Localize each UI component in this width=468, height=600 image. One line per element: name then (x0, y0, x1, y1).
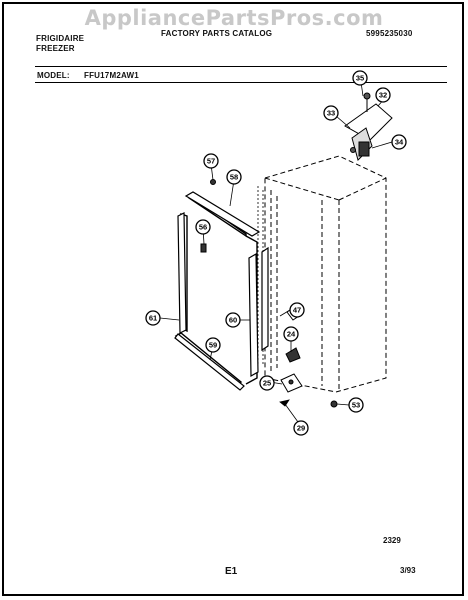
leader-lines (159, 81, 393, 423)
svg-text:35: 35 (356, 74, 364, 83)
callout-32: 32 (375, 87, 391, 103)
svg-text:56: 56 (199, 223, 207, 232)
callout-24: 24 (283, 326, 299, 342)
svg-text:58: 58 (230, 173, 238, 182)
callout-34: 34 (391, 134, 407, 150)
catalog-title: FACTORY PARTS CATALOG (161, 29, 273, 38)
callout-60: 60 (225, 312, 241, 328)
cabinet-outline (264, 155, 387, 393)
watermark: AppliancePartsPros.com (84, 6, 384, 30)
page-border (2, 2, 464, 596)
svg-text:61: 61 (149, 314, 157, 323)
svg-text:57: 57 (207, 157, 215, 166)
callout-57: 57 (203, 153, 219, 169)
figure-number: 2329 (383, 536, 401, 545)
svg-text:25: 25 (263, 379, 271, 388)
door-gasket-frame-strips (174, 191, 269, 391)
brand-line-1: FRIGIDAIRE (36, 34, 85, 43)
model-value: FFU17M2AW1 (84, 71, 139, 80)
svg-text:34: 34 (395, 138, 404, 147)
svg-text:32: 32 (379, 91, 387, 100)
model-label: MODEL: (37, 71, 70, 80)
callout-59: 59 (205, 337, 221, 353)
svg-text:24: 24 (287, 330, 296, 339)
brand-line-2: FREEZER (36, 44, 75, 53)
catalog-number: 5995235030 (366, 29, 413, 38)
callout-56: 56 (195, 219, 211, 235)
catalog-date: 3/93 (400, 566, 416, 575)
svg-text:59: 59 (209, 341, 217, 350)
callout-58: 58 (226, 169, 242, 185)
svg-text:29: 29 (297, 424, 305, 433)
callout-61: 61 (145, 310, 161, 326)
svg-text:33: 33 (327, 109, 335, 118)
callout-47: 47 (289, 302, 305, 318)
svg-text:60: 60 (229, 316, 237, 325)
svg-text:53: 53 (352, 401, 360, 410)
callout-53: 53 (348, 397, 364, 413)
header-rule-top (35, 66, 447, 67)
callout-33: 33 (323, 105, 339, 121)
header-rule-bottom (35, 82, 447, 83)
callout-25: 25 (259, 375, 275, 391)
svg-text:47: 47 (293, 306, 301, 315)
callout-35: 35 (352, 70, 368, 86)
callout-29: 29 (293, 420, 309, 436)
top-hinge-assembly (344, 92, 393, 161)
page-label: E1 (225, 566, 238, 577)
